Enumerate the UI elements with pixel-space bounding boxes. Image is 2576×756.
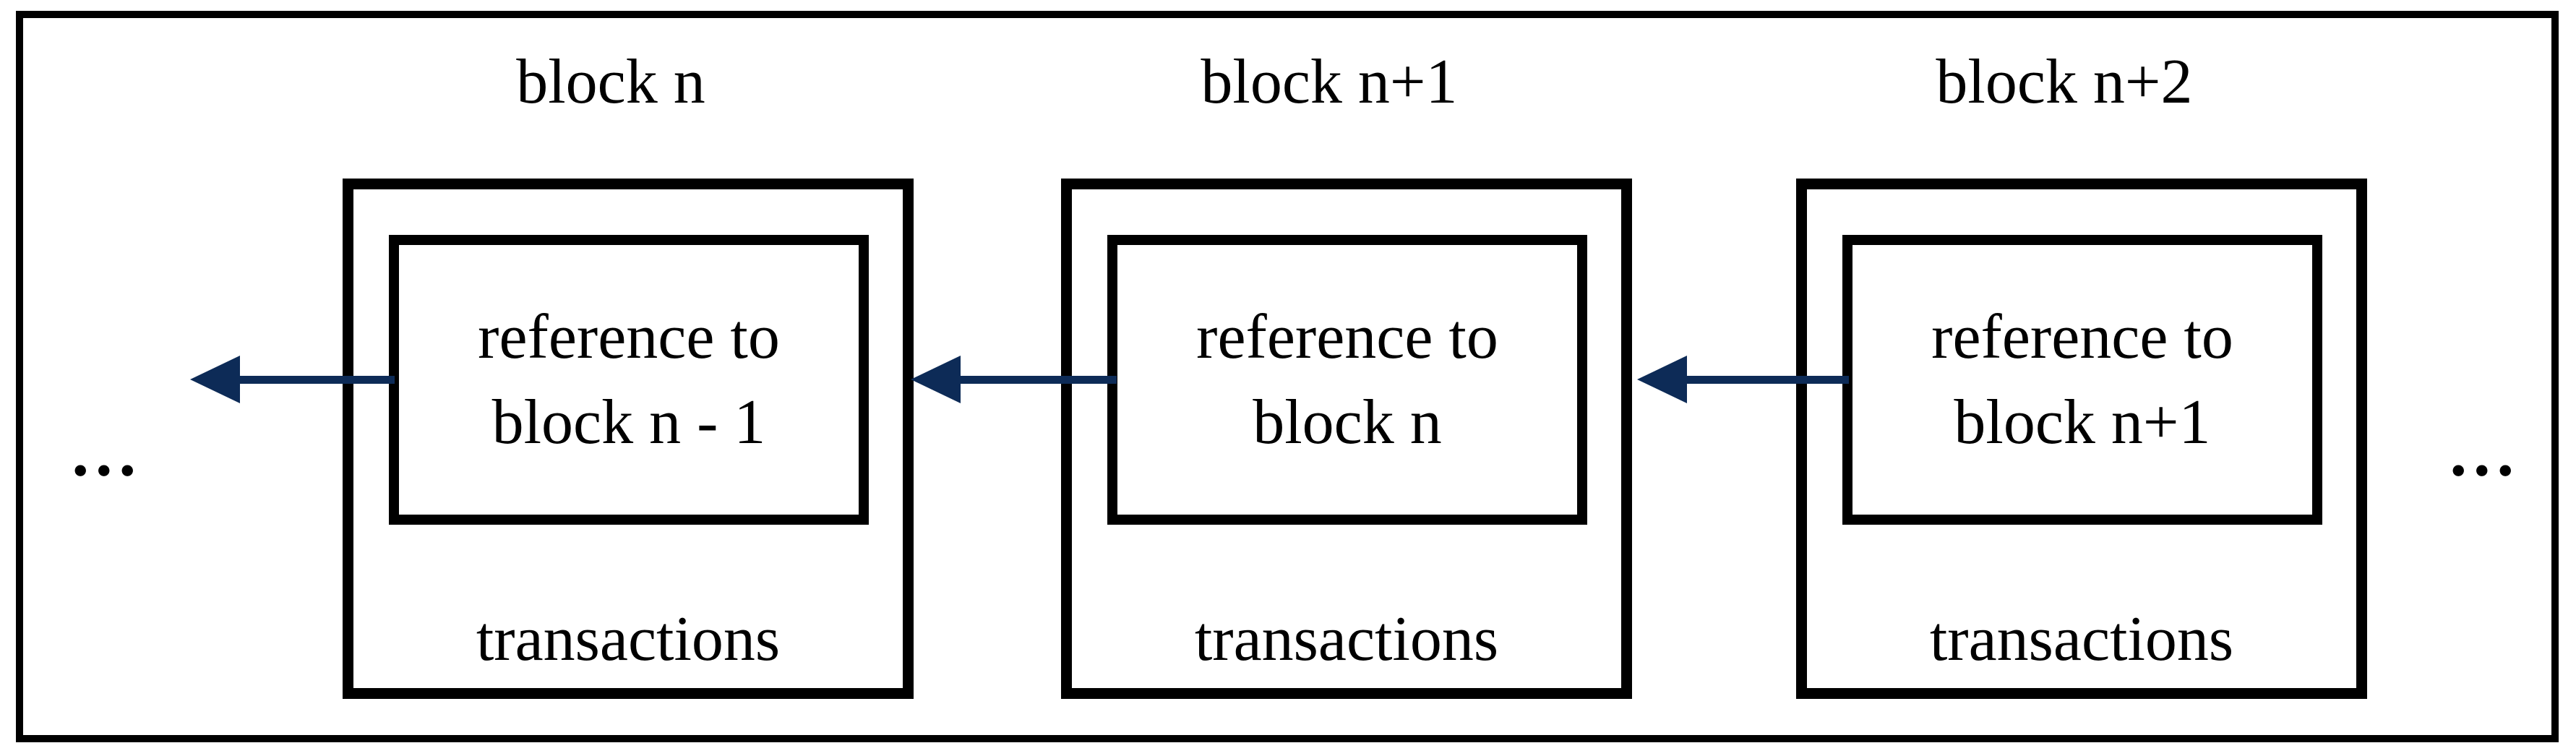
block-n2-reference-line2: block n+1 xyxy=(1954,387,2211,458)
block-n1-reference-box: reference to block n xyxy=(1107,235,1587,525)
block-n-transactions-label: transactions xyxy=(476,604,781,674)
block-n2-outer-box xyxy=(1796,179,2367,699)
block-n-reference-line1: reference to xyxy=(478,301,780,372)
arrow-n2-to-n1-icon xyxy=(1637,356,1687,403)
block-n1-reference-line1: reference to xyxy=(1196,301,1498,372)
block-n1-title: block n+1 xyxy=(1201,47,1458,117)
block-n-outer-box xyxy=(343,179,914,699)
arrow-n2-to-n1-line xyxy=(1686,376,1849,384)
arrow-left-icon xyxy=(190,356,240,403)
block-n2-title: block n+2 xyxy=(1936,47,2193,117)
right-ellipsis: ... xyxy=(2447,392,2517,496)
block-n1-transactions-label: transactions xyxy=(1194,604,1499,674)
block-n2: block n+2 reference to block n+1 transac… xyxy=(1796,0,2367,756)
block-n1: block n+1 reference to block n transacti… xyxy=(1061,0,1632,756)
arrow-left-line xyxy=(239,376,395,384)
block-n1-outer-box xyxy=(1061,179,1632,699)
block-n2-reference-box: reference to block n+1 xyxy=(1842,235,2322,525)
diagram-frame xyxy=(16,11,2559,742)
block-n: block n reference to block n - 1 transac… xyxy=(343,0,914,756)
block-n2-reference-line1: reference to xyxy=(1931,301,2233,372)
arrow-n1-to-n-line xyxy=(959,376,1117,384)
left-ellipsis: ... xyxy=(69,392,139,496)
block-n2-transactions-label: transactions xyxy=(1929,604,2234,674)
block-n-reference-line2: block n - 1 xyxy=(491,387,766,458)
block-n-reference-box: reference to block n - 1 xyxy=(389,235,869,525)
arrow-n1-to-n-icon xyxy=(911,356,961,403)
block-n1-reference-line2: block n xyxy=(1253,387,1442,458)
block-n-title: block n xyxy=(516,47,705,117)
